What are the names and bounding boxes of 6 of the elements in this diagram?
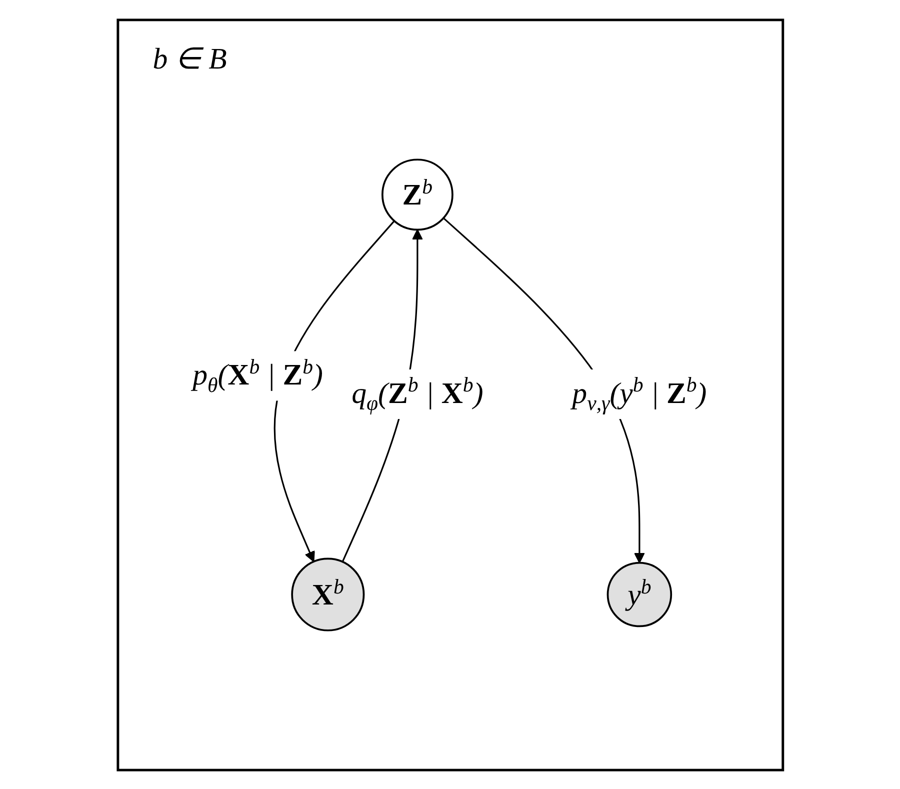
node-circle: y$^{b}$ — [606, 561, 672, 627]
edge-label: q$_{φ}$(Z$^{b}$ | X$^{b}$) — [351, 372, 483, 415]
edge-label: p$_{θ}$(X$^{b}$ | Z$^{b}$) — [192, 354, 323, 396]
node-circle: Z$^{b}$ — [381, 158, 453, 230]
node-circle: X$^{b}$ — [290, 557, 364, 631]
edge-label: p$_{ν,γ}$(y$^{b}$ | Z$^{b}$) — [572, 372, 706, 415]
